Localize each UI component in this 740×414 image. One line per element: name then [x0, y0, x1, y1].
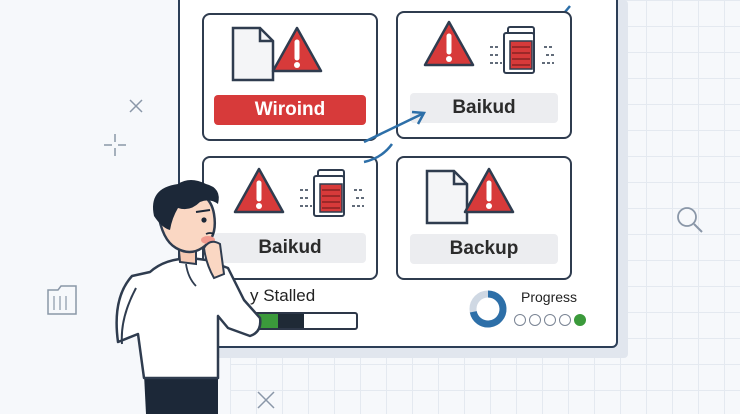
warning-icon — [271, 26, 323, 73]
folder-outline-icon — [47, 285, 77, 315]
card-label-button[interactable]: Baikud — [214, 233, 366, 263]
document-icon — [425, 169, 469, 225]
sparkle-x-icon — [129, 99, 143, 113]
connector-arrow — [363, 143, 394, 164]
card-backup[interactable]: Backup — [396, 156, 572, 280]
progress-step-dot — [574, 314, 586, 326]
progress-step-dot — [529, 314, 541, 326]
card-baikud-bottom[interactable]: Baikud — [202, 156, 378, 280]
card-label-button[interactable]: Baikud — [410, 93, 558, 123]
status-label: y Stalled — [250, 286, 316, 305]
progress-step-dot — [514, 314, 526, 326]
warning-icon — [423, 20, 475, 67]
progress-step-dot — [544, 314, 556, 326]
progress-pie-icon — [469, 290, 507, 328]
progress-label: Progress — [521, 289, 578, 305]
sparkle-plus-icon — [104, 134, 126, 156]
progress-step-dot — [559, 314, 571, 326]
warning-icon — [233, 167, 285, 214]
card-label-button[interactable]: Wiroind — [214, 95, 366, 125]
server-icon — [300, 169, 364, 217]
warning-icon — [463, 167, 515, 214]
card-baikud-top[interactable]: Baikud — [396, 11, 572, 139]
card-label-button[interactable]: Backup — [410, 234, 558, 264]
connector-arrow — [363, 110, 427, 144]
worried-person-illustration — [115, 180, 262, 414]
progress-steps — [514, 314, 586, 326]
document-icon — [231, 26, 275, 82]
sparkle-x-icon — [257, 391, 275, 409]
magnifier-icon — [677, 207, 703, 233]
card-wiroind[interactable]: Wiroind — [202, 13, 378, 141]
server-icon — [490, 26, 554, 74]
bar-segment-dark — [278, 314, 304, 328]
